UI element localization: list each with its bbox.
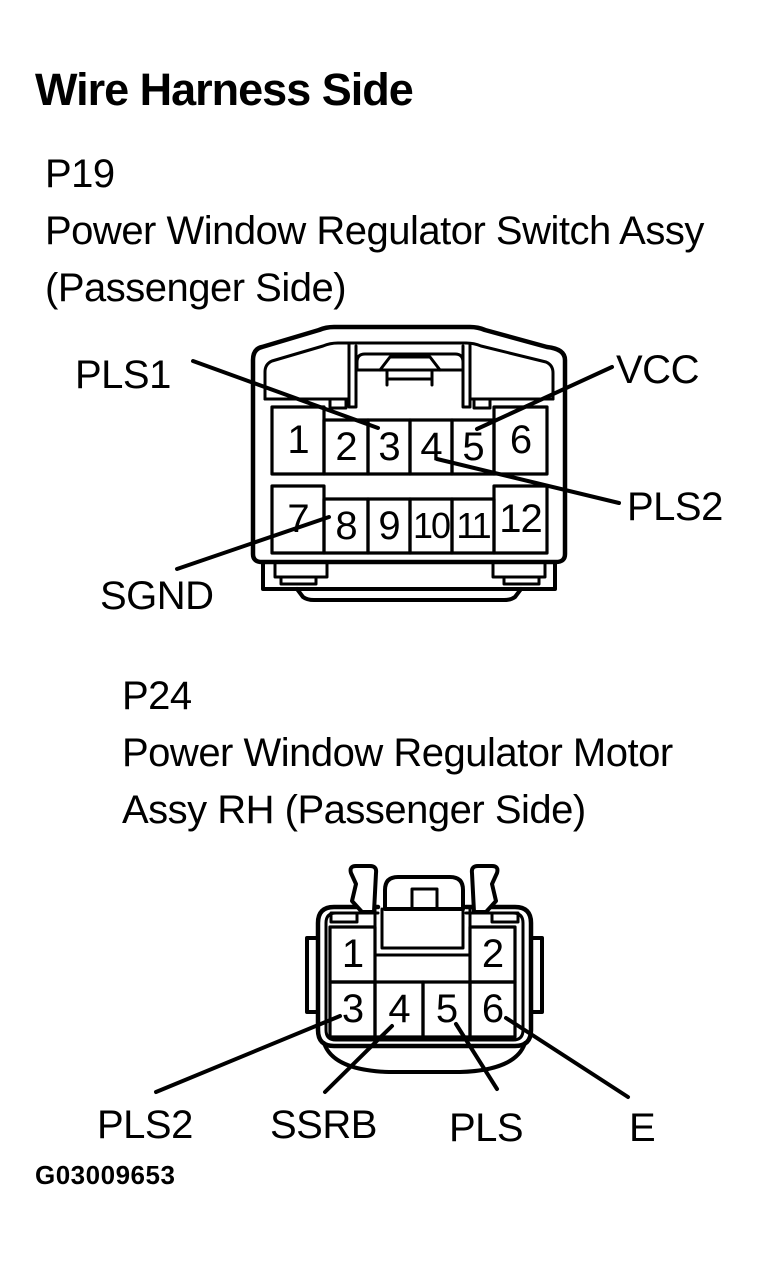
p19-left-foot (273, 560, 329, 586)
p19-connector-drawing (175, 324, 621, 602)
p19-pin-7: 7 (287, 497, 309, 541)
p24-pls-leader-line (454, 1022, 499, 1091)
p24-signal-label-pls: PLS (449, 1106, 524, 1150)
p19-pin-2: 2 (335, 424, 357, 469)
p19-pls1-leader-line (191, 359, 380, 430)
p19-signal-label-sgnd: SGND (100, 574, 214, 618)
p24-lock-channel (373, 907, 472, 957)
p19-pin-11: 11 (456, 505, 491, 546)
p19-sgnd-leader-line (175, 515, 331, 571)
page-title: Wire Harness Side (35, 64, 414, 115)
p24-signal-label-pls2: PLS2 (97, 1103, 193, 1147)
p19-pin-5: 5 (462, 424, 484, 469)
p19-bottom-band (261, 560, 557, 591)
p19-caption: P19 Power Window Regulator Switch Assy (… (45, 146, 704, 317)
p24-e-leader-line (504, 1016, 630, 1099)
p19-pin-3: 3 (378, 424, 400, 469)
p24-right-prong (469, 864, 500, 914)
p19-pin-6: 6 (509, 418, 532, 462)
p24-outer-body (315, 904, 534, 1049)
p24-pin-1: 1 (341, 932, 364, 976)
p24-name-line1: Power Window Regulator Motor (122, 731, 673, 775)
p19-base-plate (295, 587, 523, 602)
p24-lock-tab (383, 875, 465, 911)
p19-signal-label-pls1: PLS1 (75, 353, 171, 397)
p24-left-top-notch (329, 911, 359, 924)
p24-inner-body-line (324, 911, 525, 1042)
p19-name-line1: Power Window Regulator Switch Assy (45, 209, 704, 253)
p19-signal-label-pls2: PLS2 (627, 485, 723, 529)
p24-lock-inner-rect (410, 887, 439, 911)
p19-pin12-cavity (492, 484, 549, 555)
p24-pin-6: 6 (481, 987, 504, 1031)
p19-pin-10: 10 (412, 505, 451, 546)
p24-ssrb-leader-line (323, 1024, 394, 1094)
p19-connector-id: P19 (45, 152, 115, 196)
p24-pin-3: 3 (341, 987, 364, 1031)
p24-pin6-cavity (468, 980, 517, 1039)
p19-latch-lower-rect (385, 368, 434, 387)
p24-right-top-notch (490, 911, 520, 924)
p24-left-side-bump (305, 936, 320, 1014)
p24-caption: P24 Power Window Regulator Motor Assy RH… (122, 668, 673, 839)
p24-pin-2: 2 (481, 932, 504, 976)
p19-pls2-leader-line (435, 457, 621, 505)
p24-signal-label-ssrb: SSRB (270, 1103, 377, 1147)
p24-bottom-hull (322, 1041, 527, 1074)
p19-pin-9: 9 (378, 503, 400, 548)
p24-pls2-leader-line (154, 1014, 342, 1094)
p19-pin-1: 1 (287, 418, 309, 462)
p24-pin-5: 5 (435, 987, 458, 1031)
p19-name-line2: (Passenger Side) (45, 266, 347, 310)
p19-latch-channel (347, 342, 472, 409)
p19-latch-trapezoid (378, 355, 442, 372)
p19-pin-8: 8 (335, 503, 357, 548)
p24-pin-4: 4 (388, 987, 410, 1031)
p19-signal-label-vcc: VCC (616, 348, 699, 392)
p19-shelf-notches (328, 397, 492, 410)
p19-vcc-leader-line (475, 365, 614, 431)
p19-inner-roof-line (263, 341, 555, 401)
p24-right-side-bump (529, 936, 544, 1014)
p24-name-line2: Assy RH (Passenger Side) (122, 788, 586, 832)
p19-right-foot (491, 560, 547, 586)
p24-connector-id: P24 (122, 674, 192, 718)
p19-pin-4: 4 (420, 424, 442, 469)
p24-connector-drawing (154, 864, 630, 1099)
p19-latch-tab (355, 352, 465, 372)
p24-left-prong (348, 864, 379, 914)
p19-pin-12: 12 (499, 497, 543, 541)
figure-id: G03009653 (35, 1160, 176, 1190)
p24-signal-label-e: E (629, 1106, 656, 1150)
